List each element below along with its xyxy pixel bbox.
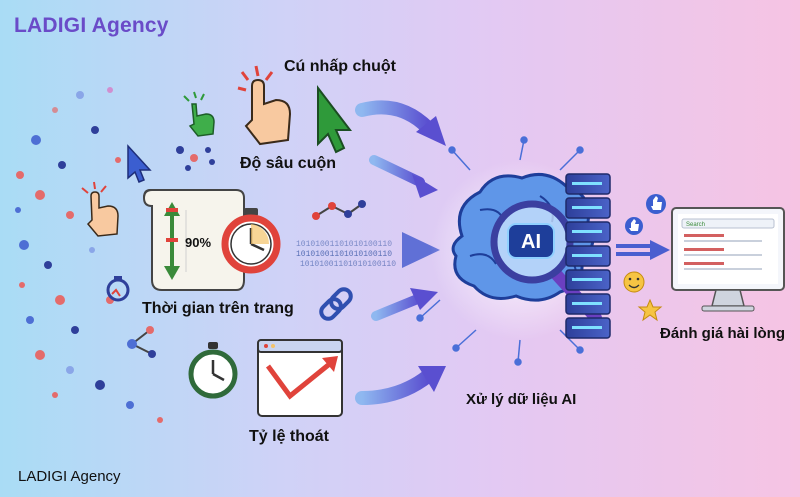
label-scroll-depth: Độ sâu cuộn	[240, 155, 337, 172]
scattered-dots	[15, 87, 163, 423]
stopwatch-icon	[221, 208, 281, 274]
brand-logo-bottom: LADIGI Agency	[18, 468, 121, 485]
flow-arrows	[355, 100, 446, 405]
smile-emoji-icon	[623, 271, 645, 293]
timer-icon	[188, 342, 238, 399]
bounce-rate-window	[257, 339, 343, 417]
blue-cursor-icon	[127, 144, 152, 183]
scroll-document	[142, 189, 245, 291]
binary-stream-line: 10101001101010100110	[296, 250, 392, 259]
like-icon	[625, 217, 643, 235]
ai-badge-text: AI	[521, 231, 541, 253]
tap-hand-icon	[183, 91, 215, 137]
green-cursor-icon	[317, 85, 353, 154]
pointer-hand-icon	[81, 181, 119, 237]
label-satisfaction: Đánh giá hài lòng	[660, 325, 786, 342]
brand-logo-top: LADIGI Agency	[14, 14, 169, 37]
green-dots	[176, 146, 215, 171]
network-nodes-icon	[312, 200, 366, 220]
server-stack	[565, 173, 611, 339]
label-ai-processing: Xử lý dữ liệu AI	[466, 391, 577, 408]
ai-badge: AI	[507, 223, 555, 259]
search-placeholder: Search	[686, 222, 705, 228]
scroll-percent: 90%	[185, 235, 211, 250]
star-icon	[637, 298, 663, 322]
label-time-on-page: Thời gian trên trang	[142, 300, 294, 317]
like-icon	[646, 194, 666, 214]
binary-stream-line: 10101001101010100110	[300, 260, 396, 269]
link-icon	[319, 287, 353, 321]
label-clicks: Cú nhấp chuột	[284, 58, 396, 75]
binary-streams: 10101001101010100110 1010100110101010011…	[296, 232, 440, 269]
label-bounce-rate: Tỷ lệ thoát	[249, 428, 330, 445]
click-hand-icon	[237, 65, 292, 146]
binary-stream-line: 10101001101010100110	[296, 240, 392, 249]
ai-network	[416, 136, 584, 366]
output-arrow	[616, 240, 670, 260]
monitor-icon	[671, 207, 785, 312]
share-nodes-icon	[127, 326, 156, 358]
small-stopwatch-icon	[106, 276, 130, 302]
